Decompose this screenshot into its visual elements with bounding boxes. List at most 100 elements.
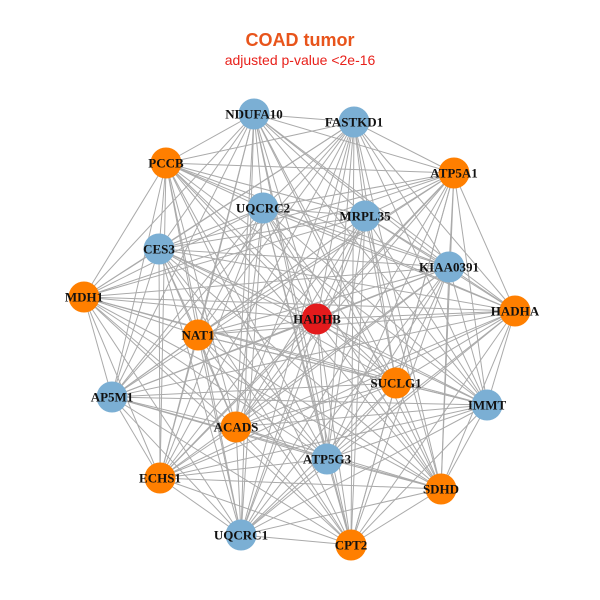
edge-immt-uqcrc1: [240, 404, 488, 536]
node-hadha: HADHA: [491, 295, 540, 327]
edge-atp5a1-nat1: [197, 172, 455, 336]
edge-uqcrc2-ap5m1: [111, 207, 264, 398]
edge-atp5a1-mdh1: [83, 172, 455, 298]
edge-nat1-atp5g3: [197, 334, 328, 460]
edge-hadha-nat1: [197, 310, 516, 336]
edge-hadha-immt: [486, 310, 516, 406]
edge-hadha-atp5g3: [326, 310, 516, 460]
edge-mdh1-sdhd: [83, 296, 442, 490]
edge-immt-acads: [235, 404, 488, 428]
edge-ces3-hadha: [158, 248, 516, 312]
chart-subtitle: adjusted p-value <2e-16: [224, 52, 376, 68]
edge-ap5m1-echs1: [111, 396, 161, 479]
edge-uqcrc2-sdhd: [262, 207, 442, 490]
edge-suclg1-sdhd: [395, 382, 442, 490]
edge-kiaa0391-mdh1: [83, 266, 450, 298]
node-label: CES3: [143, 242, 175, 257]
edge-pccb-mrpl35: [165, 162, 366, 217]
edge-ces3-uqcrc1: [158, 248, 242, 536]
node-cpt2: CPT2: [335, 529, 367, 561]
node-circle: [471, 389, 503, 421]
edge-pccb-acads: [165, 162, 237, 428]
edge-hadha-acads: [235, 310, 516, 428]
edge-uqcrc2-nat1: [197, 207, 264, 336]
node-label: ACADS: [214, 420, 259, 435]
edge-echs1-uqcrc1: [159, 477, 242, 536]
edge-ces3-ap5m1: [111, 248, 160, 398]
edge-ndufa10-mdh1: [83, 113, 255, 298]
edge-mdh1-atp5g3: [83, 296, 328, 460]
edge-ndufa10-kiaa0391: [253, 113, 450, 268]
node-hadhb: HADHB: [293, 303, 341, 335]
node-label: MDH1: [65, 290, 103, 305]
edge-nat1-echs1: [159, 334, 199, 479]
edge-fastkd1-acads: [235, 121, 355, 428]
edge-kiaa0391-immt: [448, 266, 488, 406]
node-acads: ACADS: [214, 411, 259, 443]
edge-ndufa10-uqcrc2: [253, 113, 264, 209]
node-circle: [438, 157, 470, 189]
node-atp5a1: ATP5A1: [430, 157, 478, 189]
node-mdh1: MDH1: [65, 281, 103, 313]
node-label: NAT1: [182, 328, 215, 343]
edge-nat1-acads: [197, 334, 237, 428]
edge-atp5a1-hadha: [453, 172, 516, 312]
edge-nat1-sdhd: [197, 334, 442, 490]
edge-acads-cpt2: [235, 426, 352, 546]
edge-nat1-cpt2: [197, 334, 352, 546]
edge-layer: [83, 113, 516, 546]
edge-hadhb-mdh1: [83, 296, 318, 320]
edge-pccb-cpt2: [165, 162, 352, 546]
node-label: MRPL35: [339, 209, 391, 224]
edge-fastkd1-atp5a1: [353, 121, 455, 174]
edge-uqcrc2-cpt2: [262, 207, 352, 546]
node-circle: [349, 200, 381, 232]
node-circle: [425, 473, 457, 505]
edge-atp5g3-sdhd: [326, 458, 442, 490]
node-nat1: NAT1: [182, 319, 215, 351]
edge-kiaa0391-cpt2: [350, 266, 450, 546]
edge-hadhb-hadha: [316, 310, 516, 320]
node-label: NDUFA10: [225, 107, 283, 122]
node-label: PCCB: [148, 156, 184, 171]
edge-pccb-kiaa0391: [165, 162, 450, 268]
edge-echs1-sdhd: [159, 477, 442, 490]
edge-sdhd-uqcrc1: [240, 488, 442, 536]
edge-nat1-ap5m1: [111, 334, 199, 398]
edge-kiaa0391-echs1: [159, 266, 450, 479]
node-circle: [182, 319, 214, 351]
edge-uqcrc2-uqcrc1: [240, 207, 264, 536]
edge-pccb-echs1: [159, 162, 167, 479]
node-circle: [433, 251, 465, 283]
edge-atp5a1-immt: [453, 172, 488, 406]
node-kiaa0391: KIAA0391: [419, 251, 479, 283]
edge-atp5g3-uqcrc1: [240, 458, 328, 536]
edge-fastkd1-kiaa0391: [353, 121, 450, 268]
node-uqcrc1: UQCRC1: [214, 519, 268, 551]
node-circle: [499, 295, 531, 327]
edge-ap5m1-acads: [111, 396, 237, 428]
edge-kiaa0391-atp5g3: [326, 266, 450, 460]
edge-mrpl35-immt: [364, 215, 488, 406]
edge-fastkd1-immt: [353, 121, 488, 406]
edge-mrpl35-sdhd: [364, 215, 442, 490]
edge-hadha-suclg1: [395, 310, 516, 384]
edge-pccb-hadha: [165, 162, 516, 312]
edge-ces3-cpt2: [158, 248, 352, 546]
node-atp5g3: ATP5G3: [303, 443, 352, 475]
node-circle: [143, 233, 175, 265]
node-circle: [301, 303, 333, 335]
node-circle: [225, 519, 257, 551]
node-label: SDHD: [423, 482, 459, 497]
edge-nat1-uqcrc1: [197, 334, 242, 536]
edge-mdh1-ap5m1: [83, 296, 113, 398]
node-label: ATP5A1: [430, 166, 477, 181]
edge-uqcrc2-kiaa0391: [262, 207, 450, 268]
edge-ces3-echs1: [158, 248, 161, 479]
edge-hadhb-sdhd: [316, 318, 442, 490]
edge-uqcrc2-suclg1: [262, 207, 397, 384]
edge-ndufa10-pccb: [165, 113, 255, 164]
edge-mrpl35-suclg1: [364, 215, 397, 384]
